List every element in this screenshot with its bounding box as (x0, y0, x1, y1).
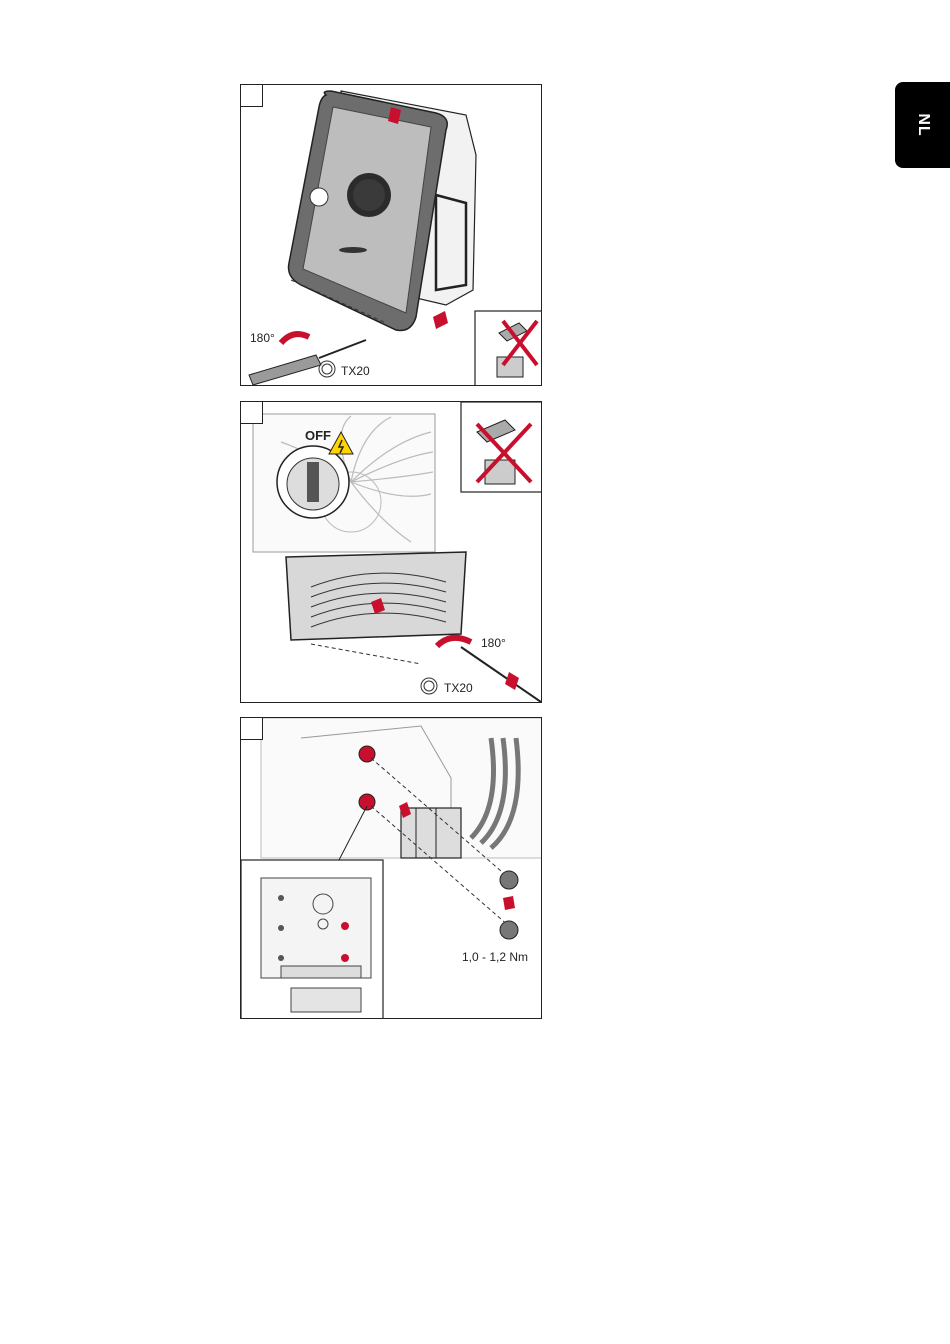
tool-label: TX20 (444, 681, 473, 695)
step-2-illustration (241, 402, 542, 703)
step-2-panel: OFF 180° TX20 (240, 401, 542, 703)
language-tab: NL (895, 82, 950, 168)
step-3-panel: 1,0 - 1,2 Nm (240, 717, 542, 1019)
tool-label: TX20 (341, 364, 370, 378)
step-3-illustration (241, 718, 542, 1019)
step-number-box (241, 85, 263, 107)
step-number-box (241, 402, 263, 424)
rotation-label: 180° (481, 636, 506, 650)
step-number-box (241, 718, 263, 740)
step-1-panel: 180° TX20 (240, 84, 542, 386)
torque-label: 1,0 - 1,2 Nm (462, 950, 528, 964)
rotation-label: 180° (250, 331, 275, 345)
switch-off-label: OFF (305, 428, 331, 443)
step-1-illustration (241, 85, 542, 386)
language-label: NL (914, 113, 932, 136)
